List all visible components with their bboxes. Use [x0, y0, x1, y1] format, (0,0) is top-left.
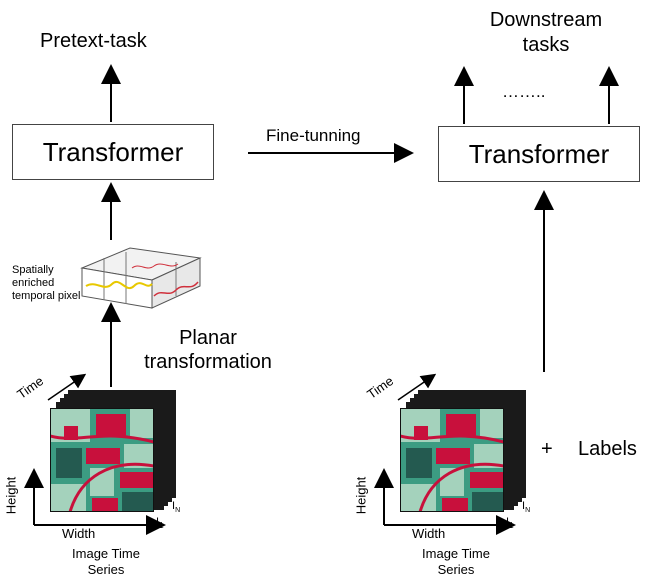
satellite-image-svg [399, 408, 505, 513]
satellite-image-front [49, 408, 155, 513]
in-label: IN [522, 500, 531, 515]
field-parcel [406, 448, 432, 478]
field-parcel [96, 414, 126, 436]
transformer-box-pretrain: Transformer [12, 124, 214, 180]
image-border [400, 408, 504, 512]
transformer-box-finetune: Transformer [438, 126, 640, 182]
in-label: IN [172, 500, 181, 515]
red-signal-curve [153, 281, 199, 297]
field-parcel [470, 472, 504, 488]
caption-line: temporal pixel [12, 290, 81, 302]
labels-text: Labels [578, 438, 637, 460]
label-line: Planar [179, 327, 237, 349]
i1-label: I1 [156, 516, 164, 531]
field-parcel [92, 498, 118, 512]
road-line [399, 434, 505, 513]
field-parcel [130, 408, 154, 438]
field-parcel [64, 426, 78, 440]
field-parcel [56, 448, 82, 478]
field-parcel [442, 498, 468, 512]
caption-line: Series [87, 562, 125, 577]
width-axis-label: Width [62, 526, 96, 541]
planar-transformation-label: Planar transformation [128, 326, 288, 374]
field-parcel [86, 448, 120, 464]
right-stack-axes [374, 373, 516, 535]
road-line [49, 434, 155, 513]
label-line: transformation [144, 351, 272, 373]
pretext-task-label: Pretext-task [40, 30, 147, 52]
caption-line: Series [437, 562, 475, 577]
satellite-image-svg [49, 408, 155, 513]
field-parcel [446, 414, 476, 436]
width-axis-label: Width [412, 526, 446, 541]
temporal-pixel-illustration [80, 247, 202, 309]
height-axis-label: Height [353, 476, 369, 515]
caption-line: Spatially [12, 264, 54, 276]
downstream-tasks-label: Downstream tasks [466, 8, 626, 58]
field-parcel [414, 426, 428, 440]
field-parcel [122, 492, 154, 512]
caption-line: Image Time [72, 546, 140, 561]
image-border [50, 408, 154, 512]
image-time-series-caption: Image Time Series [406, 546, 506, 578]
fine-tuning-label: Fine-tunning [266, 126, 361, 145]
satellite-image-front [399, 408, 505, 513]
field-parcel [120, 472, 154, 488]
label-line: Downstream [489, 9, 603, 31]
transformer-label: Transformer [42, 136, 184, 167]
left-stack-axes [24, 373, 166, 535]
caption-line: Image Time [422, 546, 490, 561]
temporal-pixel-caption: Spatially enriched temporal pixel [12, 264, 80, 303]
caption-line: enriched [12, 277, 55, 289]
label-line: tasks [522, 34, 570, 56]
image-time-series-caption: Image Time Series [56, 546, 156, 578]
i1-label: I1 [506, 516, 514, 531]
yellow-signal-curve [85, 281, 153, 289]
height-axis-label: Height [3, 476, 19, 515]
transformer-label: Transformer [468, 138, 610, 169]
field-parcel [436, 448, 470, 464]
plus-sign: + [541, 438, 553, 460]
ellipsis-dots: …….. [502, 82, 546, 101]
field-parcel [472, 492, 504, 512]
field-parcel [480, 408, 504, 438]
